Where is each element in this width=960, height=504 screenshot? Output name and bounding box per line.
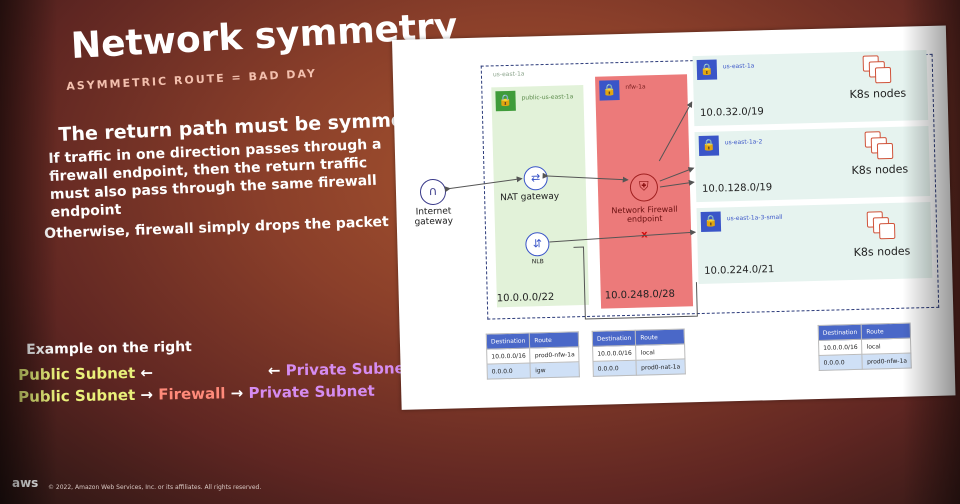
- copyright: © 2022, Amazon Web Services, Inc. or its…: [48, 484, 262, 491]
- flow-forward: Public Subnet → Firewall → Private Subne…: [18, 381, 375, 406]
- aws-logo: aws: [12, 476, 39, 490]
- flow-return: Public Subnet ← ← Private Subnet: [18, 359, 413, 384]
- slide-subtitle: ASYMMETRIC ROUTE = BAD DAY: [66, 66, 318, 93]
- network-diagram: us-east-1a ∩ Internet gateway 🔒 public-u…: [392, 25, 956, 410]
- explanation-text: If traffic in one direction passes throu…: [48, 136, 382, 221]
- example-title: Example on the right: [26, 339, 192, 358]
